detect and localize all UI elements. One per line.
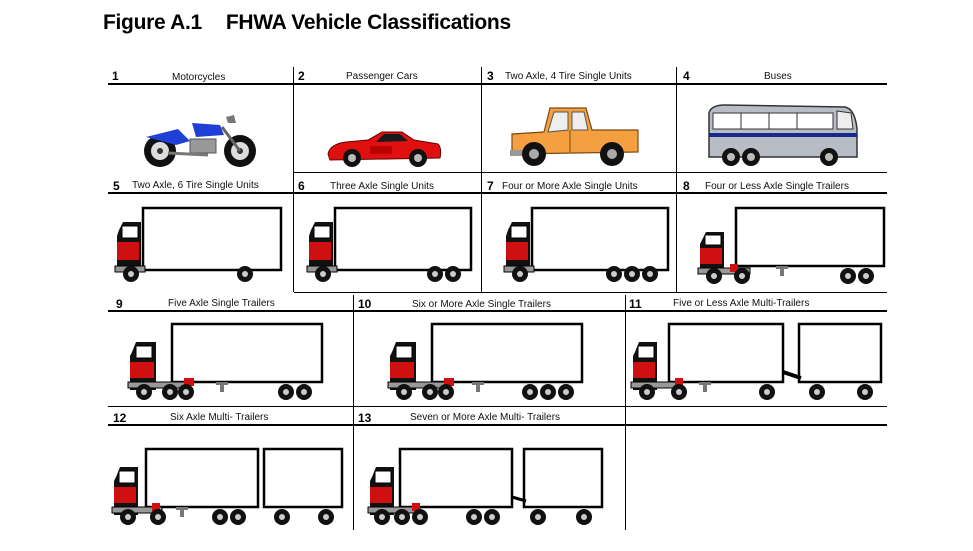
class-number: 11 <box>629 297 642 311</box>
class-label: Seven or More Axle Multi- Trailers <box>410 412 561 423</box>
grid-v-482 <box>481 67 482 292</box>
truck-icon <box>503 206 670 282</box>
grid-v-353 <box>353 295 354 530</box>
class-number: 5 <box>113 179 120 193</box>
class-label: Two Axle, 6 Tire Single Units <box>132 180 259 191</box>
class-label: Five or Less Axle Multi-Trailers <box>673 298 810 309</box>
class-number: 9 <box>116 297 123 311</box>
row2-top-line <box>108 192 887 194</box>
class-number: 6 <box>298 179 305 193</box>
grid-v-625 <box>625 295 626 530</box>
multi-trailer-icon <box>630 322 883 400</box>
class-label: Four or Less Axle Single Trailers <box>705 181 849 192</box>
class-label: Four or More Axle Single Units <box>502 181 638 192</box>
row3-bottom-line <box>108 406 887 407</box>
class-label: Five Axle Single Trailers <box>168 298 275 309</box>
tractor-trailer-icon <box>387 322 584 400</box>
multi-trailer-icon <box>111 447 344 525</box>
class-label: Buses <box>764 71 792 82</box>
class-label: Six or More Axle Single Trailers <box>412 299 551 310</box>
row3-top-line <box>108 310 887 312</box>
class-number: 7 <box>487 179 494 193</box>
pickup-truck-icon <box>510 107 639 166</box>
grid-v-677 <box>676 67 677 292</box>
class-number: 1 <box>112 69 119 83</box>
class-number: 13 <box>358 411 372 425</box>
multi-trailer-icon <box>367 447 604 525</box>
class-label: Two Axle, 4 Tire Single Units <box>505 71 632 82</box>
row4-top-line <box>108 424 887 426</box>
truck-icon <box>306 206 473 282</box>
class-number: 4 <box>683 69 690 83</box>
car-icon <box>327 131 442 167</box>
figure-title: Figure A.1 FHWA Vehicle Classifications <box>103 11 511 35</box>
row1-top-line <box>108 83 887 85</box>
class-number: 2 <box>298 69 305 83</box>
class-label: Three Axle Single Units <box>330 181 434 192</box>
class-number: 8 <box>683 179 690 193</box>
class-label: Six Axle Multi- Trailers <box>170 412 269 423</box>
figure-label: Figure A.1 <box>103 11 202 34</box>
row2-bottom-line <box>294 292 887 293</box>
motorcycle-icon <box>144 115 256 167</box>
tractor-trailer-icon <box>127 322 324 400</box>
row1-bottom-line <box>294 172 887 173</box>
figure-title-text: FHWA Vehicle Classifications <box>225 11 511 34</box>
grid-v-294 <box>293 67 294 292</box>
class-number: 12 <box>113 411 127 425</box>
class-number: 10 <box>358 297 372 311</box>
bus-icon <box>708 104 858 166</box>
class-label: Motorcycles <box>172 72 226 83</box>
tractor-trailer-icon <box>697 206 886 284</box>
class-number: 3 <box>487 69 494 83</box>
truck-icon <box>114 206 283 282</box>
class-label: Passenger Cars <box>346 71 418 82</box>
